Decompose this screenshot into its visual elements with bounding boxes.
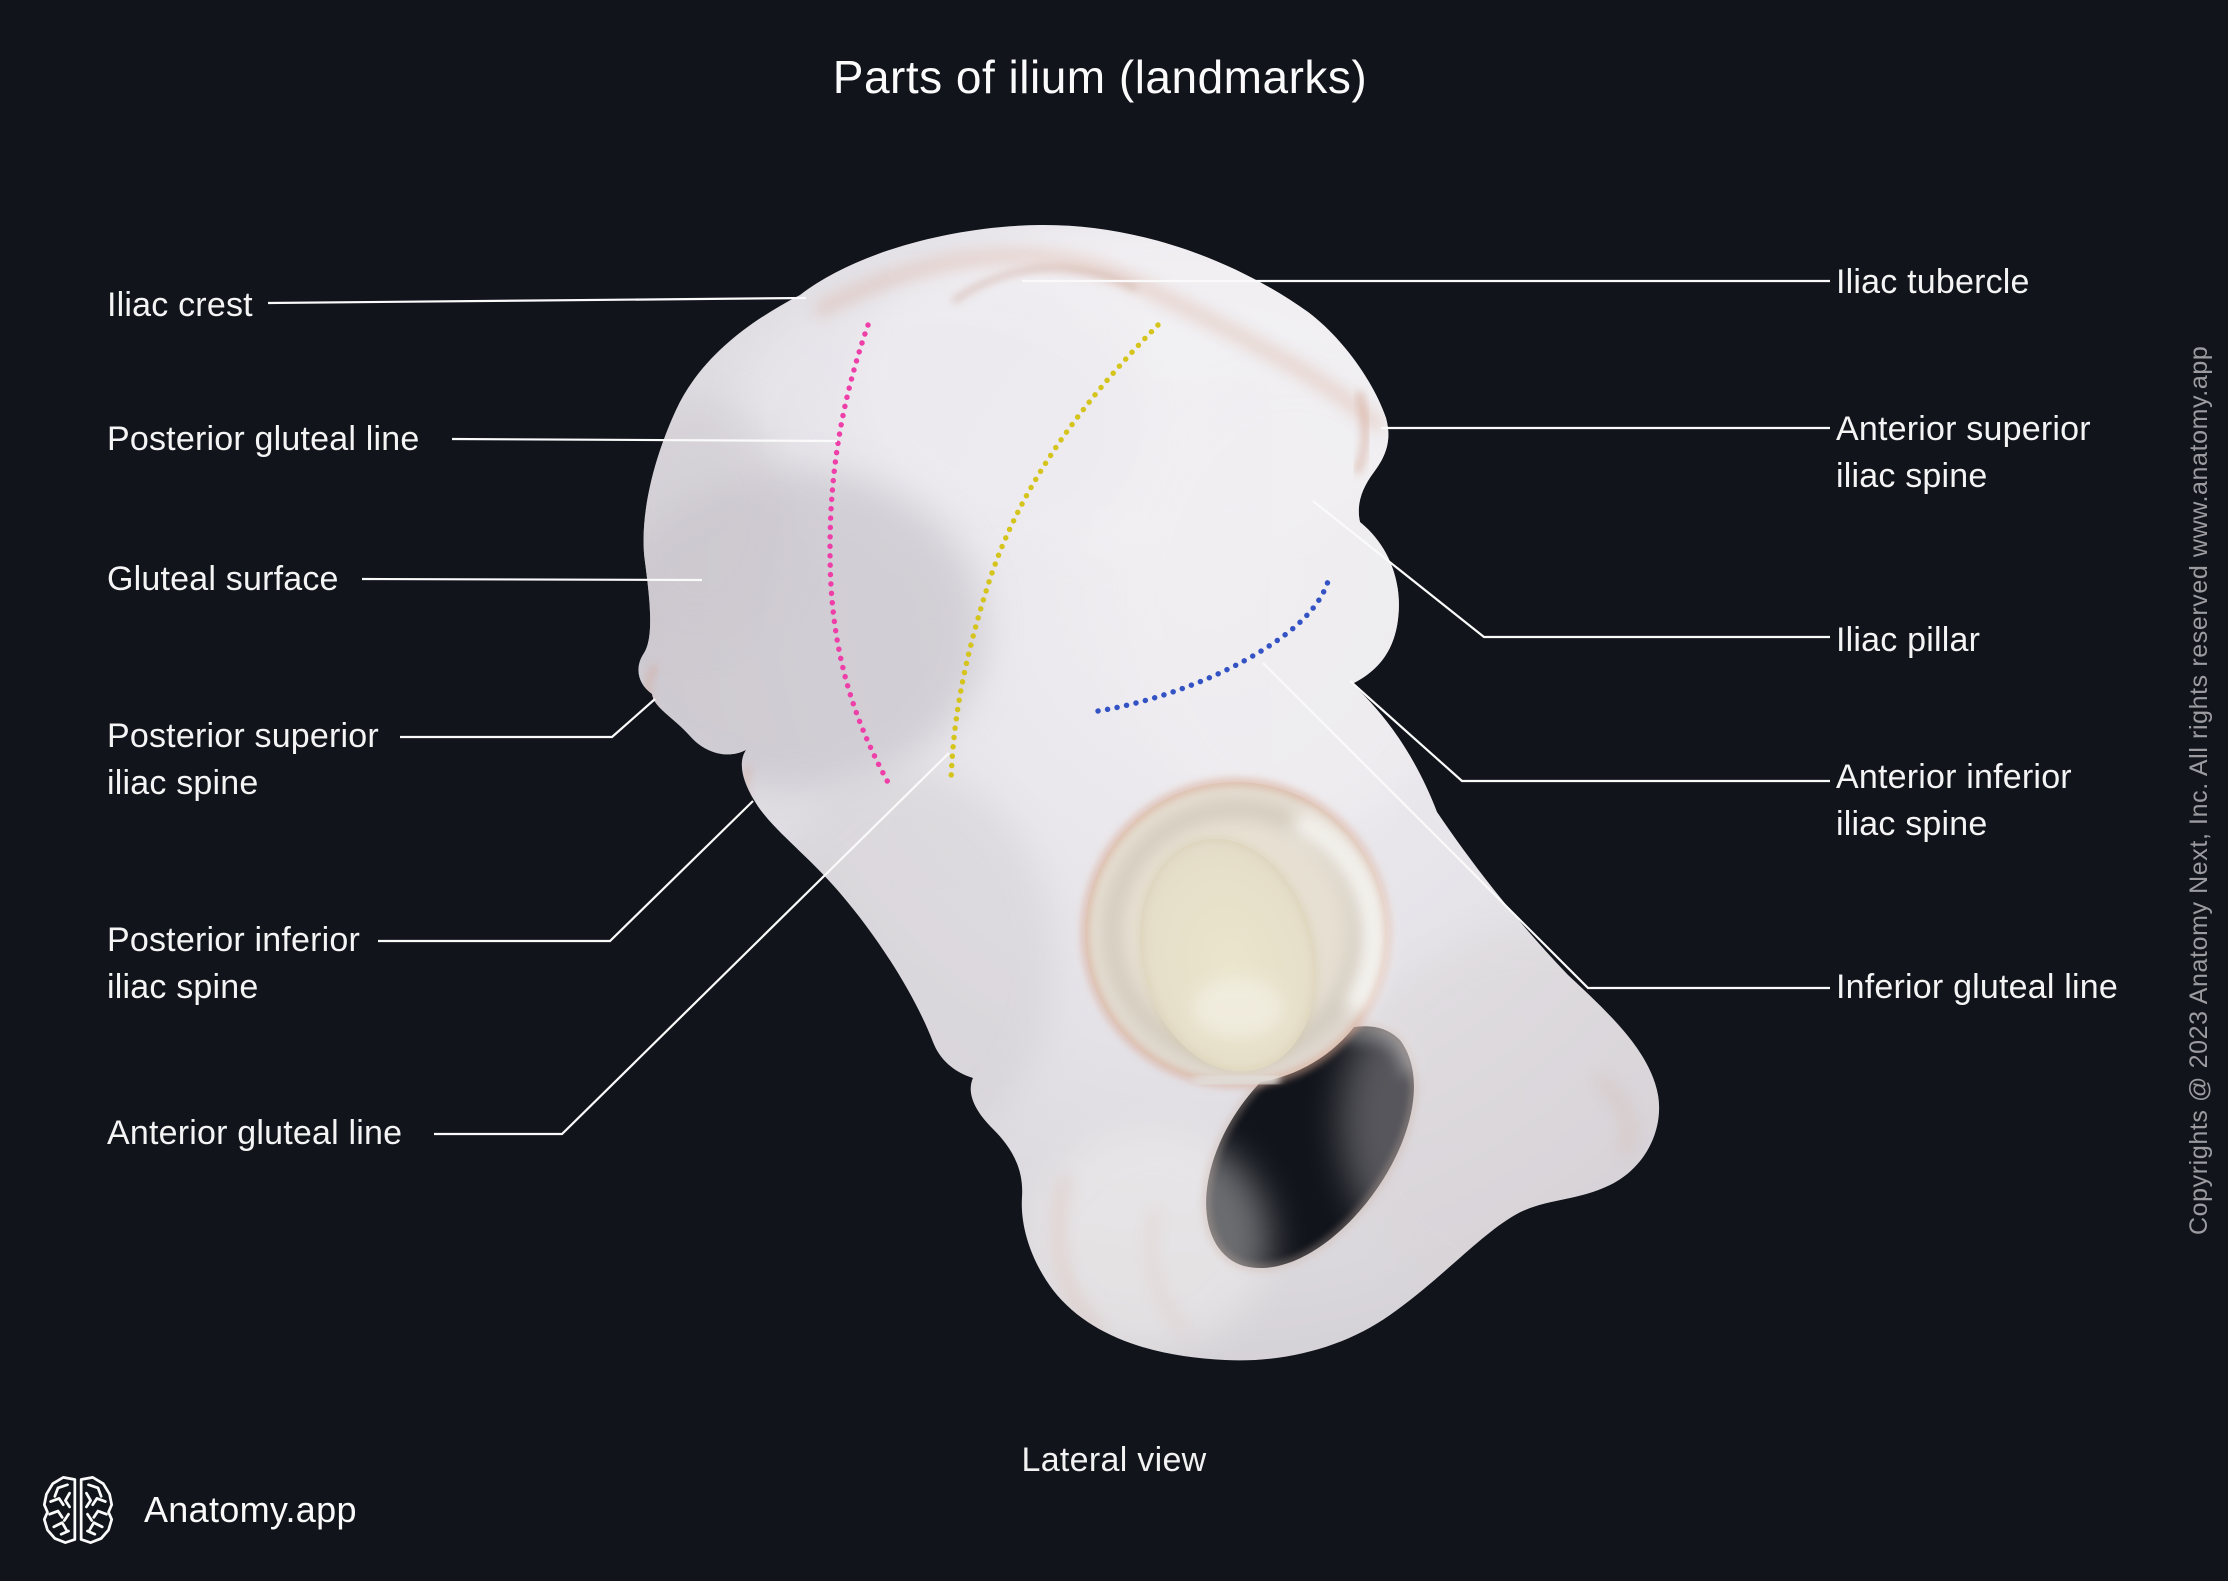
brain-icon xyxy=(42,1476,114,1545)
leader-lines xyxy=(267,279,1830,1136)
label-iliac-pillar: Iliac pillar xyxy=(1836,621,1981,659)
label-inferior-gluteal-line: Inferior gluteal line xyxy=(1836,968,2119,1006)
label-anterior-inferior-iliac-spine: Anterior inferior iliac spine xyxy=(1836,758,2072,843)
page-title: Parts of ilium (landmarks) xyxy=(832,51,1368,103)
leader-inferior-gluteal-line xyxy=(1262,662,1830,990)
leader-posterior-gluteal-line xyxy=(451,437,838,443)
anterior-gluteal-line-dots xyxy=(948,322,1161,785)
label-posterior-inferior-iliac-spine: Posterior inferior iliac spine xyxy=(107,921,361,1006)
inferior-gluteal-line-dots xyxy=(1095,575,1332,714)
leader-posterior-inferior-iliac-spine xyxy=(378,800,754,943)
copyright-text: Copyrights @ 2023 Anatomy Next, Inc. All… xyxy=(2185,345,2213,1236)
label-anterior-gluteal-line: Anterior gluteal line xyxy=(107,1114,403,1152)
leader-gluteal-surface xyxy=(361,577,703,582)
leader-anterior-inferior-iliac-spine xyxy=(1349,680,1830,783)
bone-shading xyxy=(638,225,1660,1350)
acetabulum xyxy=(1081,778,1391,1090)
label-posterior-gluteal-line: Posterior gluteal line xyxy=(107,420,420,458)
leader-iliac-pillar xyxy=(1312,500,1830,639)
label-gluteal-surface: Gluteal surface xyxy=(107,560,339,598)
label-iliac-crest: Iliac crest xyxy=(107,286,253,324)
brand-name: Anatomy.app xyxy=(144,1489,357,1530)
label-anterior-superior-iliac-spine: Anterior superior iliac spine xyxy=(1836,410,2091,495)
leader-anterior-gluteal-line xyxy=(434,752,950,1136)
view-label: Lateral view xyxy=(1021,1441,1207,1479)
leader-posterior-superior-iliac-spine xyxy=(400,698,656,739)
leader-iliac-crest xyxy=(267,296,807,305)
brand: Anatomy.app xyxy=(38,1472,357,1548)
label-posterior-superior-iliac-spine: Posterior superior iliac spine xyxy=(107,717,379,802)
label-iliac-tubercle: Iliac tubercle xyxy=(1836,263,2030,301)
